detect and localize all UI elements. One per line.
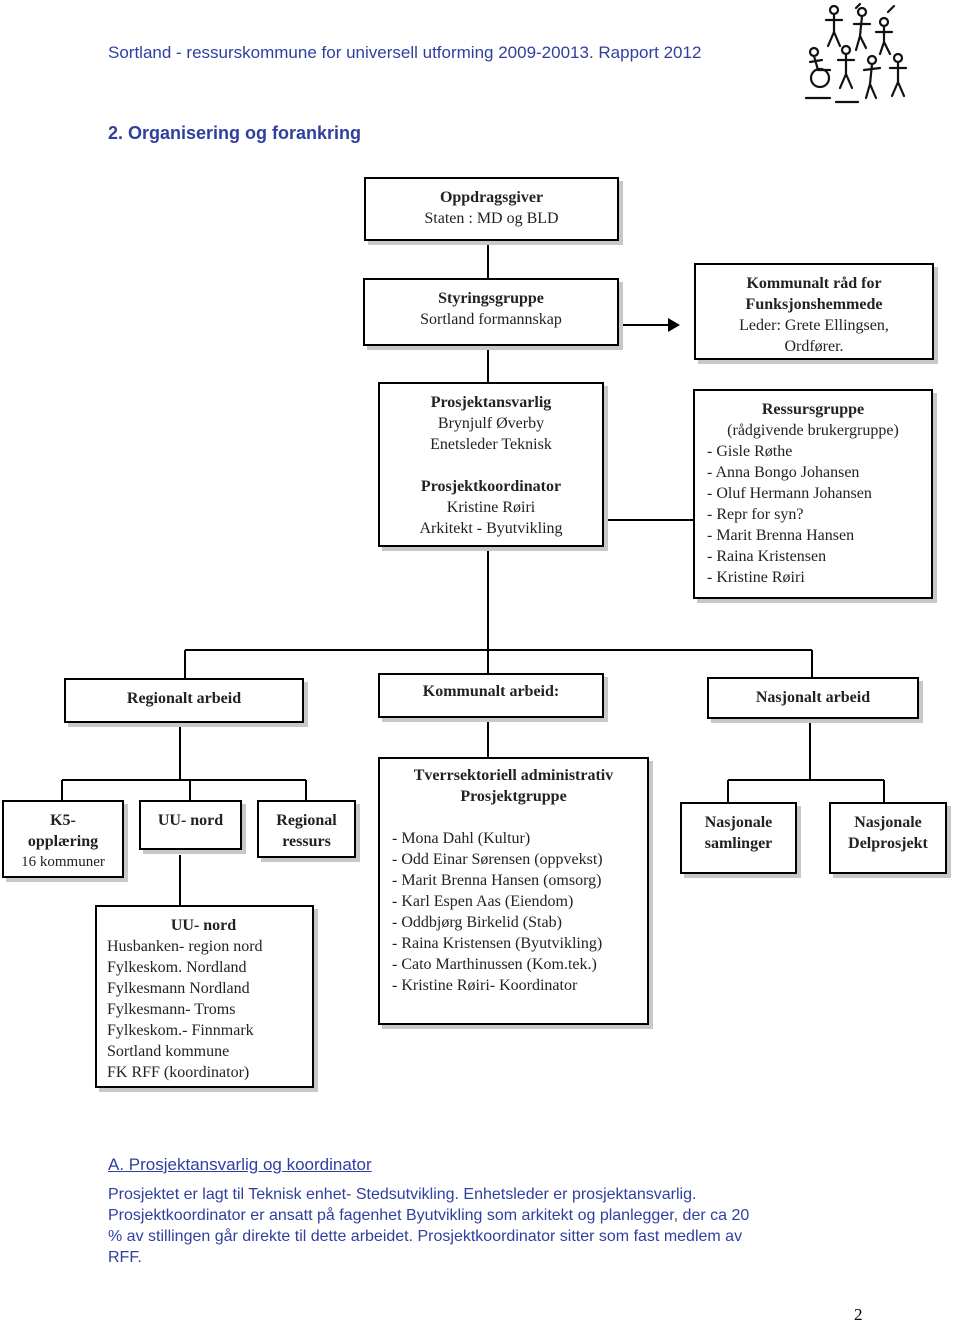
uu-nord-member: Fylkeskom.- Finnmark <box>107 1022 254 1039</box>
regional-ressurs-box: Regional ressurs <box>257 800 356 858</box>
uu-nord-small-box: UU- nord <box>139 800 242 850</box>
k5-box: K5- opplæring 16 kommuner <box>2 800 124 878</box>
regionalt-arbeid-label: Regionalt arbeid <box>126 690 242 707</box>
tverrsektoriell-title1: Tverrsektoriell administrativ <box>413 767 614 784</box>
tverrsektoriell-member: - Karl Espen Aas (Eiendom) <box>392 893 574 910</box>
page-number: 2 <box>854 1305 863 1324</box>
ressursgruppe-member: - Marit Brenna Hansen <box>707 527 855 544</box>
prosjektansvarlig-box: Prosjektansvarlig Brynjulf Øverby Enetsl… <box>378 382 604 547</box>
body-line: Prosjektkoordinator er ansatt på fagenhe… <box>108 1207 750 1224</box>
prosjektkoordinator-name: Kristine Røiri <box>446 499 536 516</box>
ressursgruppe-member: - Kristine Røiri <box>707 569 805 586</box>
kommunalt-arbeid-box: Kommunalt arbeid: <box>378 673 604 718</box>
ressursgruppe-member: - Gisle Røthe <box>707 443 793 460</box>
tverrsektoriell-member: - Raina Kristensen (Byutvikling) <box>392 935 603 952</box>
styringsgruppe-line: Sortland formannskap <box>420 311 562 328</box>
oppdragsgiver-box: Oppdragsgiver Staten : MD og BLD <box>364 177 619 241</box>
prosjektkoordinator-title: Prosjektkoordinator <box>420 478 562 495</box>
uu-nord-member: Fylkesmann Nordland <box>107 980 250 997</box>
nasjonale-samlinger-line2: samlinger <box>704 835 773 852</box>
regionalt-arbeid-box: Regionalt arbeid <box>64 678 304 723</box>
kommunalt-rad-line2: Funksjonshemmede <box>745 296 883 313</box>
uu-nord-label: UU- nord <box>157 812 224 829</box>
tverrsektoriell-member: - Kristine Røiri- Koordinator <box>392 977 578 994</box>
kommunalt-rad-box: Kommunalt råd for Funksjonshemmede Leder… <box>694 263 934 360</box>
body-paragraph: Prosjektet er lagt til Teknisk enhet- St… <box>108 1184 749 1268</box>
ressursgruppe-box: Ressursgruppe (rådgivende brukergruppe) … <box>693 389 933 599</box>
ressursgruppe-member: - Repr for syn? <box>707 506 804 523</box>
nasjonale-delprosjekt-line1: Nasjonale <box>854 814 922 831</box>
uu-nord-member: FK RFF (koordinator) <box>107 1064 250 1081</box>
ressursgruppe-subtitle: (rådgivende brukergruppe) <box>727 422 899 439</box>
body-line: % av stillingen går direkte til dette ar… <box>108 1228 743 1245</box>
oppdragsgiver-line: Staten : MD og BLD <box>424 210 559 227</box>
tverrsektoriell-member: - Cato Marthinussen (Kom.tek.) <box>392 956 597 973</box>
nasjonale-delprosjekt-line2: Delprosjekt <box>848 835 928 852</box>
k5-line1: K5- <box>50 812 76 829</box>
nasjonalt-arbeid-label: Nasjonalt arbeid <box>755 689 871 706</box>
uu-nord-member: Husbanken- region nord <box>107 938 263 955</box>
wheelchair-people-logo-icon <box>804 2 908 104</box>
nasjonale-delprosjekt-box: Nasjonale Delprosjekt <box>829 802 947 874</box>
running-header: Sortland - ressurskommune for universell… <box>108 43 702 62</box>
kommunalt-rad-line1: Kommunalt råd for <box>746 275 882 292</box>
nasjonalt-arbeid-box: Nasjonalt arbeid <box>707 677 919 719</box>
uu-nord-member: Fylkesmann- Troms <box>107 1001 236 1018</box>
prosjektansvarlig-title: Prosjektansvarlig <box>430 394 552 411</box>
ressursgruppe-member: - Raina Kristensen <box>707 548 827 565</box>
prosjektkoordinator-role: Arkitekt - Byutvikling <box>419 520 563 537</box>
body-subheading: A. Prosjektansvarlig og koordinator <box>108 1155 372 1174</box>
ressursgruppe-member: - Anna Bongo Johansen <box>707 464 860 481</box>
body-line: Prosjektet er lagt til Teknisk enhet- St… <box>108 1186 697 1203</box>
kommunalt-arbeid-label: Kommunalt arbeid: <box>422 683 560 700</box>
uu-nord-box-title: UU- nord <box>170 917 237 934</box>
k5-line2: opplæring <box>27 833 99 850</box>
ressursgruppe-member: - Oluf Hermann Johansen <box>707 485 872 502</box>
uu-nord-box: UU- nord Husbanken- region nord Fylkesko… <box>95 905 314 1088</box>
uu-nord-member: Fylkeskom. Nordland <box>107 959 247 976</box>
section-title: 2. Organisering og forankring <box>108 123 362 143</box>
uu-nord-member: Sortland kommune <box>107 1043 230 1060</box>
kommunalt-rad-line4: Ordfører. <box>784 338 844 355</box>
tverrsektoriell-member: - Mona Dahl (Kultur) <box>392 830 531 847</box>
nasjonale-samlinger-box: Nasjonale samlinger <box>680 802 797 874</box>
kommunalt-rad-line3: Leder: Grete Ellingsen, <box>739 317 889 334</box>
tverrsektoriell-title2: Prosjektgruppe <box>460 788 567 805</box>
oppdragsgiver-title: Oppdragsgiver <box>439 189 544 206</box>
regional-ressurs-line1: Regional <box>276 812 337 829</box>
tverrsektoriell-member: - Odd Einar Sørensen (oppvekst) <box>392 851 603 868</box>
tverrsektoriell-member: - Marit Brenna Hansen (omsorg) <box>392 872 602 889</box>
nasjonale-samlinger-line1: Nasjonale <box>704 814 773 831</box>
tverrsektoriell-box: Tverrsektoriell administrativ Prosjektgr… <box>378 757 649 1025</box>
styringsgruppe-title: Styringsgruppe <box>438 290 544 307</box>
ressursgruppe-title: Ressursgruppe <box>761 401 865 418</box>
regional-ressurs-line2: ressurs <box>282 833 331 850</box>
k5-line3: 16 kommuner <box>21 854 105 870</box>
body-line: RFF. <box>108 1249 142 1266</box>
tverrsektoriell-member: - Oddbjørg Birkelid (Stab) <box>392 914 562 931</box>
prosjektansvarlig-name: Brynjulf Øverby <box>437 415 545 432</box>
prosjektansvarlig-role: Enetsleder Teknisk <box>430 436 552 453</box>
styringsgruppe-box: Styringsgruppe Sortland formannskap <box>363 278 619 346</box>
